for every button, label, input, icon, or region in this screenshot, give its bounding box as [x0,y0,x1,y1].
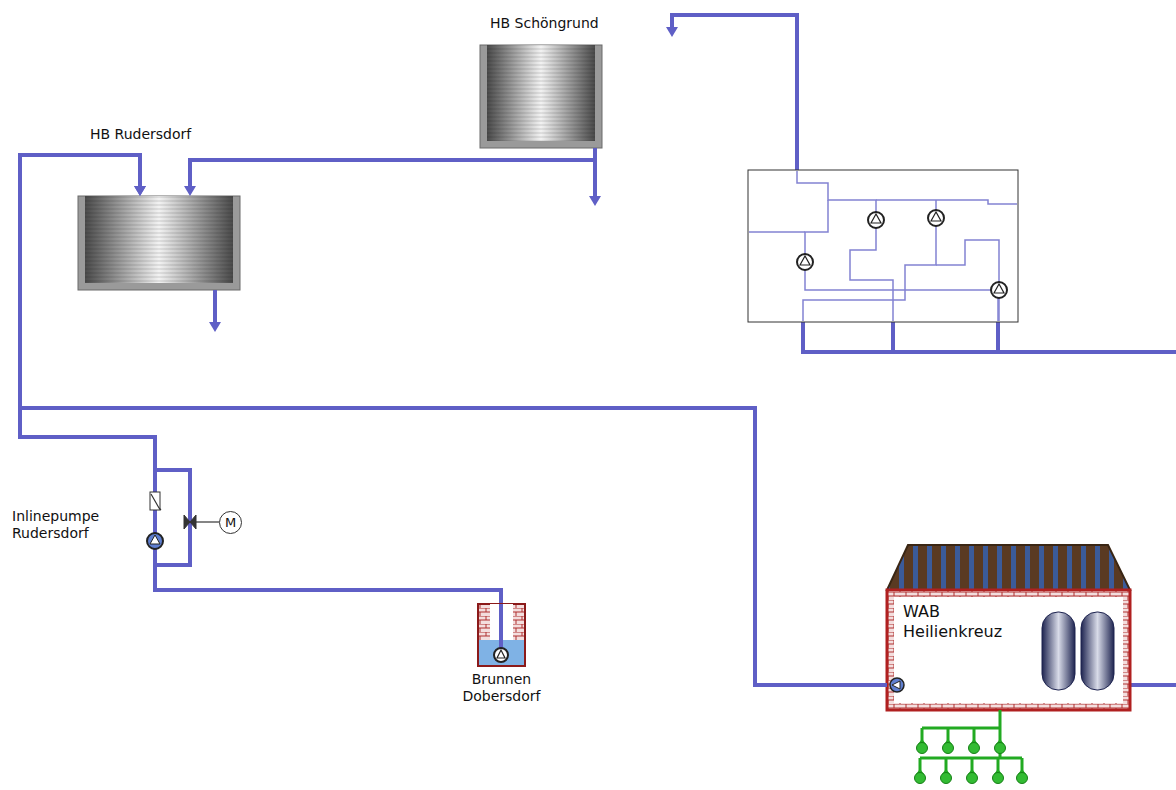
tank-water [487,45,595,141]
consumer-symbol [967,769,978,784]
supply-lines [920,710,1022,773]
outlet-pipe [213,290,217,323]
pump-symbol [494,648,508,662]
pump-body [147,533,163,549]
well-shaft [478,604,525,666]
pipe-connector [20,155,155,486]
feed-pipe [672,15,797,170]
station-line [876,200,1017,204]
station-line [936,240,999,282]
valve-stem [196,521,219,522]
node-label: M [220,512,241,533]
pump-symbol [928,210,944,226]
valve-symbol [184,515,196,529]
tank-texture [85,196,233,283]
pump-body [928,210,944,226]
station-pipe [803,322,1176,352]
consumer-symbol [993,769,1004,784]
pump-arrow [497,650,505,658]
pump-arrow [150,535,160,544]
waterworks-building: WAB Heilienkreuz [887,590,1130,710]
tank-water [85,196,233,283]
consumer-symbol [941,769,952,784]
station-line [935,200,937,210]
consumer-symbol [917,739,928,754]
building-inside [894,597,1123,703]
node-label: HB Rudersdorf [90,126,240,143]
check-valve-flap [151,494,161,510]
pump-arrow [994,284,1004,293]
well-pipe [499,604,503,648]
inline-pump: Inlinepumpe Rudersdorf [8,486,166,556]
consumer-symbol [995,739,1006,754]
supply-line [920,758,1022,773]
node-label: Brunnen Dobersdorf [452,671,551,705]
supply-line [922,710,1000,758]
pipes [155,15,1176,685]
pipe-connector [155,556,501,603]
pump-arrow [871,214,881,223]
pump-arrow [800,256,810,265]
motor-actuator: M [219,511,242,534]
consumer-body [1017,773,1028,784]
consumer-body [967,773,978,784]
node-label: WAB Heilienkreuz [903,602,1023,642]
station-pumps [797,210,1007,298]
consumer-body [917,743,928,754]
consumers [915,739,1028,784]
pump-symbol [868,212,884,228]
pump-body [797,254,813,270]
node-label: HB Schöngrund [490,15,650,32]
tank-wall [78,196,240,290]
filter-vessel [1042,612,1075,690]
station-line [805,200,828,254]
pipe-connector [190,148,595,187]
consumer-body [943,743,954,754]
consumer-body [993,773,1004,784]
station-line [850,228,893,321]
pump-station [748,170,1018,322]
filter-vessel [1081,612,1114,690]
station-line [797,171,876,212]
consumer-symbol [915,769,926,784]
tank-texture [487,45,595,141]
consumer-body [941,773,952,784]
node-label: Inlinepumpe Rudersdorf [12,508,124,542]
check-valve [150,492,160,510]
tank-wall [480,45,602,148]
well: Brunnen Dobersdorf [477,603,526,667]
consumer-body [995,743,1006,754]
pump-arrow [931,212,941,221]
consumer-symbol [943,739,954,754]
reservoir-tank: HB Schöngrund [480,45,602,148]
outgoing-pipe [1130,683,1176,687]
pump-body [494,648,508,662]
consumer-symbol [1017,769,1028,784]
pump-body [868,212,884,228]
building-roof [887,545,1130,590]
station-line [805,270,998,321]
consumer-symbol [969,739,980,754]
station-line [998,298,1000,321]
consumer-body [969,743,980,754]
building-wall [887,590,1130,710]
station-line [749,231,805,233]
pump-body [890,678,904,692]
station-line [803,226,936,321]
pipe-connector [20,155,887,685]
pump-symbol [890,678,904,692]
reservoir-tank: HB Rudersdorf [78,196,240,290]
pump-body [991,282,1007,298]
pump-arrow [892,681,900,689]
consumer-body [915,773,926,784]
pump-symbol [797,254,813,270]
station-lines [749,171,1017,321]
pump-symbol [991,282,1007,298]
